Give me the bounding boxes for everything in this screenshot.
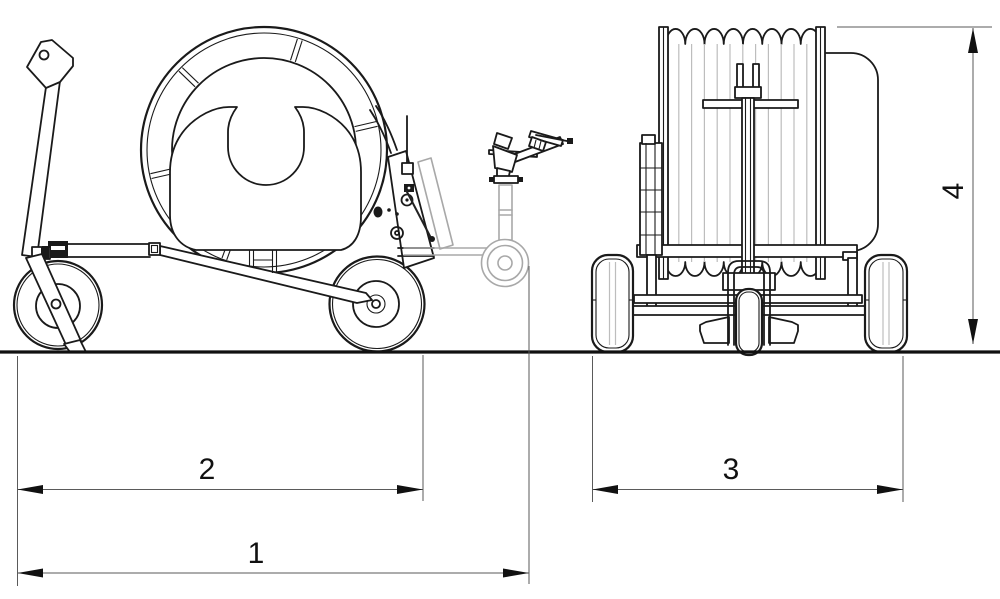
anchor-wing-right [768, 316, 799, 344]
dimension-label-1: 1 [248, 537, 265, 570]
side-view [12, 25, 573, 353]
frame-struts [248, 250, 278, 273]
arrowhead-right-icon [503, 568, 529, 578]
turntable-ring [722, 272, 776, 291]
rear-wheel [328, 255, 426, 353]
anchor-wing-left [699, 316, 730, 344]
arrowhead-down-icon [968, 319, 978, 344]
dimension-1: 1 [17, 537, 529, 578]
reel-inner-rim [146, 32, 382, 268]
gun-body [492, 145, 518, 173]
mast [741, 97, 755, 277]
reel [139, 25, 389, 275]
coupler [148, 242, 161, 256]
mast-collar [734, 86, 762, 99]
stand-pivot-bolt [50, 298, 62, 310]
dimensions: 2 1 3 4 [17, 26, 992, 586]
dimension-4: 4 [937, 28, 978, 344]
hose-bundle [169, 106, 362, 251]
cart-wheel [480, 238, 530, 288]
dimension-2: 2 [17, 453, 423, 494]
hose-elbow [373, 206, 383, 218]
left-stand-bracket [639, 134, 663, 256]
caster-fork [727, 260, 771, 346]
tank-silhouette [823, 52, 879, 252]
arrowhead-right-icon [877, 485, 903, 494]
arrowhead-right-icon [397, 485, 423, 494]
hitch-hole [38, 49, 50, 61]
arrowhead-left-icon [17, 485, 43, 494]
drawbar-shaft [21, 80, 61, 258]
gun-vane [528, 136, 547, 152]
front-view-right-wheel [863, 253, 909, 354]
gun-flange [493, 175, 519, 184]
gun-counterweight [493, 132, 513, 150]
cart-ramp [417, 157, 454, 250]
drawbar [21, 39, 74, 260]
turntable-mast [699, 63, 799, 357]
rear-hub [352, 280, 400, 328]
front-view-left-wheel [590, 253, 635, 354]
sprinkler-gun [488, 130, 573, 184]
dimension-label-4: 4 [937, 183, 970, 200]
hose-coil-lines [678, 44, 808, 262]
sprinkler-cart [403, 157, 530, 288]
front-view [590, 26, 909, 357]
arrowhead-left-icon [17, 568, 43, 578]
caster-wheel [734, 287, 764, 357]
hitch-plate [26, 39, 74, 89]
gun-stand-pipe [498, 184, 513, 241]
arrowhead-up-icon [968, 28, 978, 53]
arrowhead-left-icon [592, 485, 618, 494]
front-beam [42, 241, 161, 258]
dimension-label-2: 2 [199, 453, 216, 486]
dimension-3: 3 [592, 453, 903, 494]
drum-top-scallops [665, 28, 821, 45]
dimension-label-3: 3 [723, 453, 740, 486]
